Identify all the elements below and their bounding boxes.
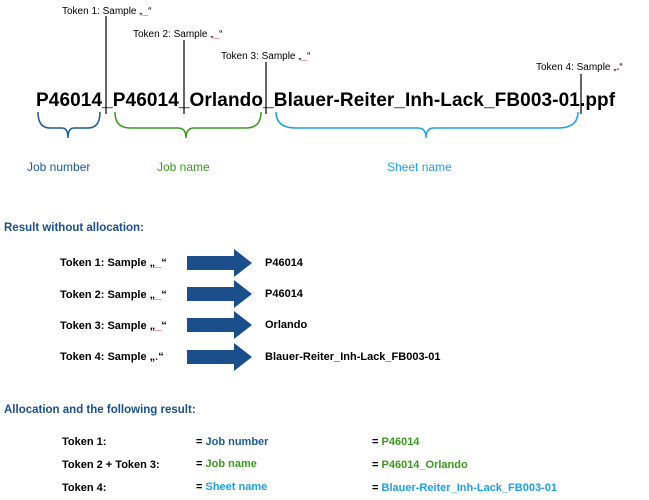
- arrow-icon: [187, 280, 252, 308]
- allocation-token-3: Token 4:: [62, 482, 107, 494]
- filename-job-name: P46014_Orlando: [112, 90, 264, 111]
- brace-sheet-name: [275, 111, 579, 139]
- brace-job-number: [37, 111, 101, 139]
- group-label-sheet-name: Sheet name: [387, 160, 452, 174]
- result-row-value-1: P46014: [265, 257, 303, 269]
- filename-separator-3: .: [579, 90, 586, 111]
- allocation-field-3: = Sheet name: [196, 481, 268, 493]
- callout-token-4: Token 4: Sample „.“: [536, 62, 623, 73]
- result-without-heading: Result without allocation:: [4, 222, 144, 234]
- filename-job-number: P46014: [36, 90, 103, 111]
- allocation-field-2: = Job name: [196, 458, 257, 470]
- result-row-label-3: Token 3: Sample „_“: [60, 320, 167, 332]
- callout-token-3: Token 3: Sample „_“: [221, 51, 311, 62]
- filename-separator-2: _: [263, 90, 274, 111]
- allocation-result-1: = P46014: [372, 436, 420, 448]
- result-row-label-1: Token 1: Sample „_“: [60, 257, 167, 269]
- allocation-heading: Allocation and the following result:: [4, 404, 196, 416]
- sample-filename: P46014_P46014_Orlando_Blauer-Reiter_Inh-…: [36, 90, 615, 112]
- filename-separator-1: _: [102, 90, 113, 111]
- group-label-job-name: Job name: [157, 160, 210, 174]
- allocation-result-3: = Blauer-Reiter_Inh-Lack_FB003-01: [372, 482, 557, 494]
- arrow-icon: [187, 249, 252, 277]
- arrow-icon: [187, 343, 252, 371]
- result-row-label-2: Token 2: Sample „_“: [60, 289, 167, 301]
- group-label-job-number: Job number: [27, 160, 91, 174]
- allocation-token-1: Token 1:: [62, 436, 107, 448]
- result-row-value-3: Orlando: [265, 319, 308, 331]
- allocation-field-1: = Job number: [196, 436, 269, 448]
- result-row-value-2: P46014: [265, 288, 303, 300]
- brace-job-name: [114, 111, 262, 139]
- result-arrows: [187, 249, 252, 371]
- callout-token-2: Token 2: Sample „_“: [133, 29, 223, 40]
- allocation-result-2: = P46014_Orlando: [372, 459, 468, 471]
- result-row-label-4: Token 4: Sample „.“: [60, 351, 164, 363]
- arrow-icon: [187, 311, 252, 339]
- result-row-value-4: Blauer-Reiter_Inh-Lack_FB003-01: [265, 351, 441, 363]
- callout-token-1: Token 1: Sample „_“: [62, 6, 152, 17]
- allocation-token-2: Token 2 + Token 3:: [62, 459, 160, 471]
- filename-sheet-name: Blauer-Reiter_Inh-Lack_FB003-01: [273, 90, 580, 111]
- filename-extension: ppf: [585, 90, 616, 111]
